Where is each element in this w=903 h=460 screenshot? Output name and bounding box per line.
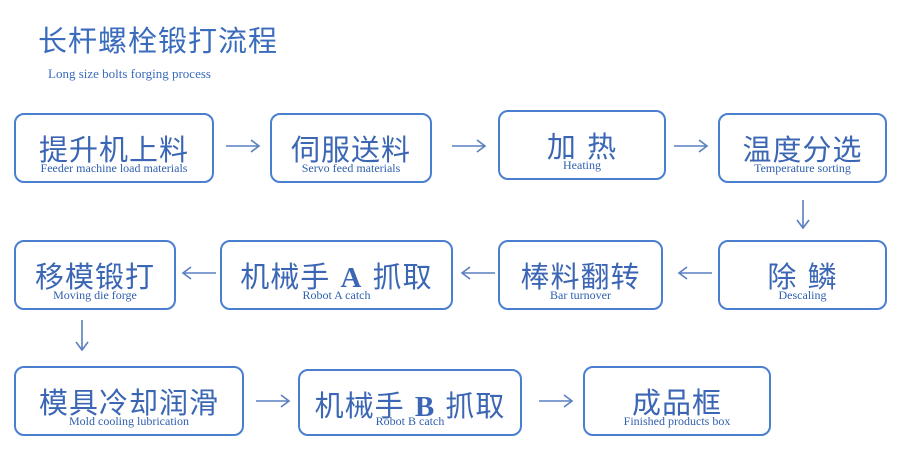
arrow-right-icon	[256, 394, 291, 408]
step-temperature-sorting: 温度分选 Temperature sorting	[718, 113, 887, 183]
step-feeder-load-en: Feeder machine load materials	[40, 161, 188, 175]
step-feeder-load: 提升机上料 Feeder machine load materials	[14, 113, 214, 183]
step-robot-a-catch-en: Robot A catch	[302, 288, 371, 302]
step-moving-die-forge: 移模锻打 Moving die forge	[14, 240, 176, 310]
arrow-down-icon	[75, 320, 89, 352]
step-finished-box-zh: 成品框	[631, 386, 722, 420]
step-descaling: 除 鳞 Descaling	[718, 240, 887, 310]
robot-b-prefix: 机械手	[314, 389, 415, 423]
step-mold-cooling-zh: 模具冷却润滑	[38, 386, 219, 420]
robot-a-suffix: 抓取	[362, 260, 433, 294]
step-heating-en: Heating	[563, 158, 601, 172]
page-subtitle: Long size bolts forging process	[48, 66, 211, 81]
step-servo-feed-zh: 伺服送料	[290, 133, 411, 167]
arrow-left-icon	[181, 266, 216, 280]
arrow-right-icon	[539, 394, 574, 408]
step-mold-cooling: 模具冷却润滑 Mold cooling lubrication	[14, 366, 244, 436]
page-title: 长杆螺栓锻打流程	[38, 24, 279, 58]
step-heating: 加 热 Heating	[498, 110, 666, 180]
arrow-right-icon	[452, 139, 487, 153]
step-robot-b-catch-zh: 机械手 B 抓取	[300, 383, 520, 425]
step-moving-die-forge-en: Moving die forge	[53, 288, 137, 302]
arrow-left-icon	[677, 266, 712, 280]
step-finished-box: 成品框 Finished products box	[583, 366, 771, 436]
arrow-right-icon	[226, 139, 261, 153]
robot-b-letter: B	[414, 391, 436, 423]
step-moving-die-forge-zh: 移模锻打	[34, 260, 155, 294]
step-robot-a-catch: 机械手 A 抓取 Robot A catch	[220, 240, 453, 310]
step-robot-b-catch-en: Robot B catch	[375, 414, 445, 428]
step-robot-a-catch-zh: 机械手 A 抓取	[222, 254, 451, 296]
step-temperature-sorting-zh: 温度分选	[742, 133, 863, 167]
step-temperature-sorting-en: Temperature sorting	[754, 161, 851, 175]
step-servo-feed-en: Servo feed materials	[301, 161, 401, 175]
arrow-right-icon	[674, 139, 709, 153]
step-bar-turnover-en: Bar turnover	[550, 288, 611, 302]
step-robot-b-catch: 机械手 B 抓取 Robot B catch	[298, 369, 522, 436]
step-servo-feed: 伺服送料 Servo feed materials	[270, 113, 432, 183]
arrow-down-icon	[796, 200, 810, 230]
robot-b-suffix: 抓取	[435, 389, 506, 423]
step-mold-cooling-en: Mold cooling lubrication	[69, 414, 189, 428]
step-feeder-load-zh: 提升机上料	[38, 133, 189, 167]
step-descaling-en: Descaling	[778, 288, 827, 302]
step-bar-turnover: 棒料翻转 Bar turnover	[498, 240, 663, 310]
step-heating-zh: 加 热	[546, 130, 618, 164]
step-finished-box-en: Finished products box	[623, 414, 731, 428]
robot-a-prefix: 机械手	[240, 260, 341, 294]
arrow-left-icon	[460, 266, 495, 280]
step-descaling-zh: 除 鳞	[767, 260, 838, 294]
step-bar-turnover-zh: 棒料翻转	[520, 260, 641, 294]
robot-a-letter: A	[340, 262, 363, 294]
